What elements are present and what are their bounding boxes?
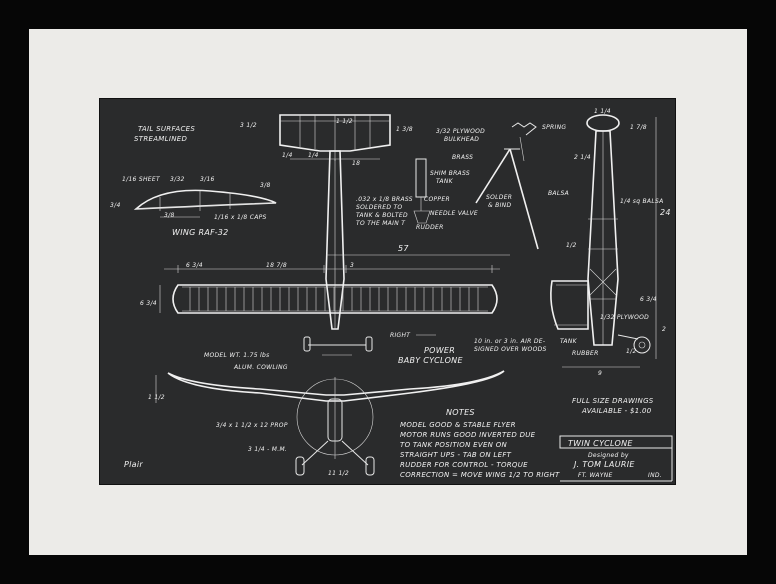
side-dim-d: 2: [662, 326, 666, 333]
drawings-line-1: FULL SIZE DRAWINGS: [572, 397, 654, 405]
side-dim-c: 6 3/4: [640, 296, 657, 303]
side-tank-label: TANK: [560, 338, 578, 345]
side-nose-dim: 1 7/8: [630, 124, 647, 131]
tail-surfaces-label-1: TAIL SURFACES: [138, 125, 195, 133]
title-block: [559, 435, 673, 482]
wing-center-dim: 3: [350, 262, 354, 269]
span-dim: 57: [398, 244, 409, 253]
notes-line-1: MODEL GOOD & STABLE FLYER: [400, 421, 516, 429]
notes-line-3: TO TANK POSITION EVEN ON: [400, 441, 508, 449]
wheel-track: 11 1/2: [328, 470, 349, 477]
blueprint-drawing: TAIL SURFACES STREAMLINED 1/16 SHEET 3/3…: [110, 108, 673, 482]
wing-section-title: WING RAF-32: [172, 228, 229, 237]
wing-mid-dim: 18 7/8: [266, 262, 287, 269]
side-dim-e: 1/2: [626, 348, 637, 355]
tank-note-4: TO THE MAIN T: [356, 220, 406, 227]
wing-plan-view: [159, 254, 510, 314]
side-top-dim: 1 1/4: [594, 108, 611, 115]
plywood-bulkhead-1: 3/32 PLYWOOD: [436, 128, 485, 135]
notes-line-6: CORRECTION = MOVE WING 1/2 TO RIGHT: [400, 471, 560, 479]
plywood-bulkhead-2: BULKHEAD: [444, 136, 479, 143]
side-length-dim: 24: [660, 208, 671, 217]
wing-dim-e: 3/8: [164, 212, 175, 219]
notes-line-4: STRAIGHT UPS - TAB ON LEFT: [400, 451, 512, 459]
spring-label: SPRING: [542, 124, 566, 131]
alum-cowling: ALUM. COWLING: [233, 364, 288, 371]
wing-left-dim: 6 3/4: [186, 262, 203, 269]
prop-note-1: 10 in. or 3 in. AIR DE-: [474, 338, 545, 345]
power-engine: BABY CYCLONE: [398, 356, 463, 365]
side-dim-a: 2 1/4: [574, 154, 591, 161]
wing-sheet-label: 1/16 SHEET: [122, 176, 161, 183]
wing-dim-b: 3/16: [200, 176, 215, 183]
solder-label-2: & BIND: [488, 202, 511, 209]
solder-label-1: SOLDER: [486, 194, 512, 201]
plan-landing-gear: [303, 336, 373, 356]
rudder-note: RUDDER: [416, 224, 444, 231]
tail-surfaces-label-2: STREAMLINED: [134, 135, 187, 143]
notes-line-2: MOTOR RUNS GOOD INVERTED DUE: [400, 431, 536, 439]
title-block-designed-by: Designed by: [588, 452, 629, 459]
prop-note-2: SIGNED OVER WOODS: [474, 346, 547, 353]
title-block-city: FT. WAYNE: [578, 472, 613, 479]
side-dim-b: 1/2: [566, 242, 577, 249]
title-block-state: IND.: [648, 472, 662, 479]
wing-dim-c: 3/8: [260, 182, 271, 189]
tail-dim-left: 1/4: [282, 152, 293, 159]
tail-dim-span: 3 1/2: [240, 122, 257, 129]
front-view: [155, 370, 505, 476]
title-block-title: TWIN CYCLONE: [568, 439, 633, 448]
title-block-designer: J. TOM LAURIE: [572, 460, 635, 469]
dihedral-dim: 1 1/2: [148, 394, 165, 401]
blueprint-artwork: TAIL SURFACES STREAMLINED 1/16 SHEET 3/3…: [99, 98, 676, 485]
stabilizer-plan-view: [279, 114, 391, 161]
side-rubber-label: RUBBER: [572, 350, 599, 357]
fuselage-plan-view: [325, 150, 345, 330]
tank-detail: [413, 158, 431, 224]
tank-note-2: SOLDERED TO: [356, 204, 402, 211]
shim-note-2: TANK: [436, 178, 454, 185]
brass-label: BRASS: [452, 154, 473, 161]
wing-airfoil-section: [133, 189, 277, 218]
side-wheelbase-dim: 9: [598, 370, 602, 377]
side-view: [550, 114, 657, 368]
shim-note-1: SHIM BRASS: [430, 170, 470, 177]
balsa-label: BALSA: [548, 190, 569, 197]
artist-signature: Plair: [124, 460, 143, 469]
needle-valve-note: NEEDLE VALVE: [430, 210, 478, 217]
gear-detail: [475, 122, 539, 250]
drawings-line-2: AVAILABLE - $1.00: [581, 407, 652, 415]
notes-heading: NOTES: [446, 408, 475, 417]
right-label: RIGHT: [390, 332, 411, 339]
tail-dim-right: 1 3/8: [396, 126, 413, 133]
tail-dim-base: 18: [352, 160, 360, 167]
wing-chord-dim: 6 3/4: [140, 300, 157, 307]
notes-line-5: RUDDER FOR CONTROL - TORQUE: [400, 461, 528, 469]
power-label: POWER: [424, 346, 455, 355]
tail-dim-top: 1 1/2: [336, 118, 353, 125]
tail-dim-mid: 1/4: [308, 152, 319, 159]
tank-note-1: .032 x 1/8 BRASS: [356, 196, 413, 203]
wheel-size: 3 1/4 - M.M.: [248, 446, 287, 453]
side-balsa-label: 1/4 sq BALSA: [620, 198, 663, 205]
side-plywood-label: 1/32 PLYWOOD: [600, 314, 649, 321]
tank-note-3: TANK & BOLTED: [356, 212, 408, 219]
wing-caps-label: 1/16 x 1/8 CAPS: [214, 214, 267, 221]
copper-note: COPPER: [424, 196, 450, 203]
model-weight: MODEL WT. 1.75 lbs: [204, 352, 270, 359]
wing-dim-a: 3/32: [170, 176, 185, 183]
wing-dim-d: 3/4: [110, 202, 121, 209]
prop-size: 3/4 x 1 1/2 x 12 PROP: [216, 422, 288, 429]
